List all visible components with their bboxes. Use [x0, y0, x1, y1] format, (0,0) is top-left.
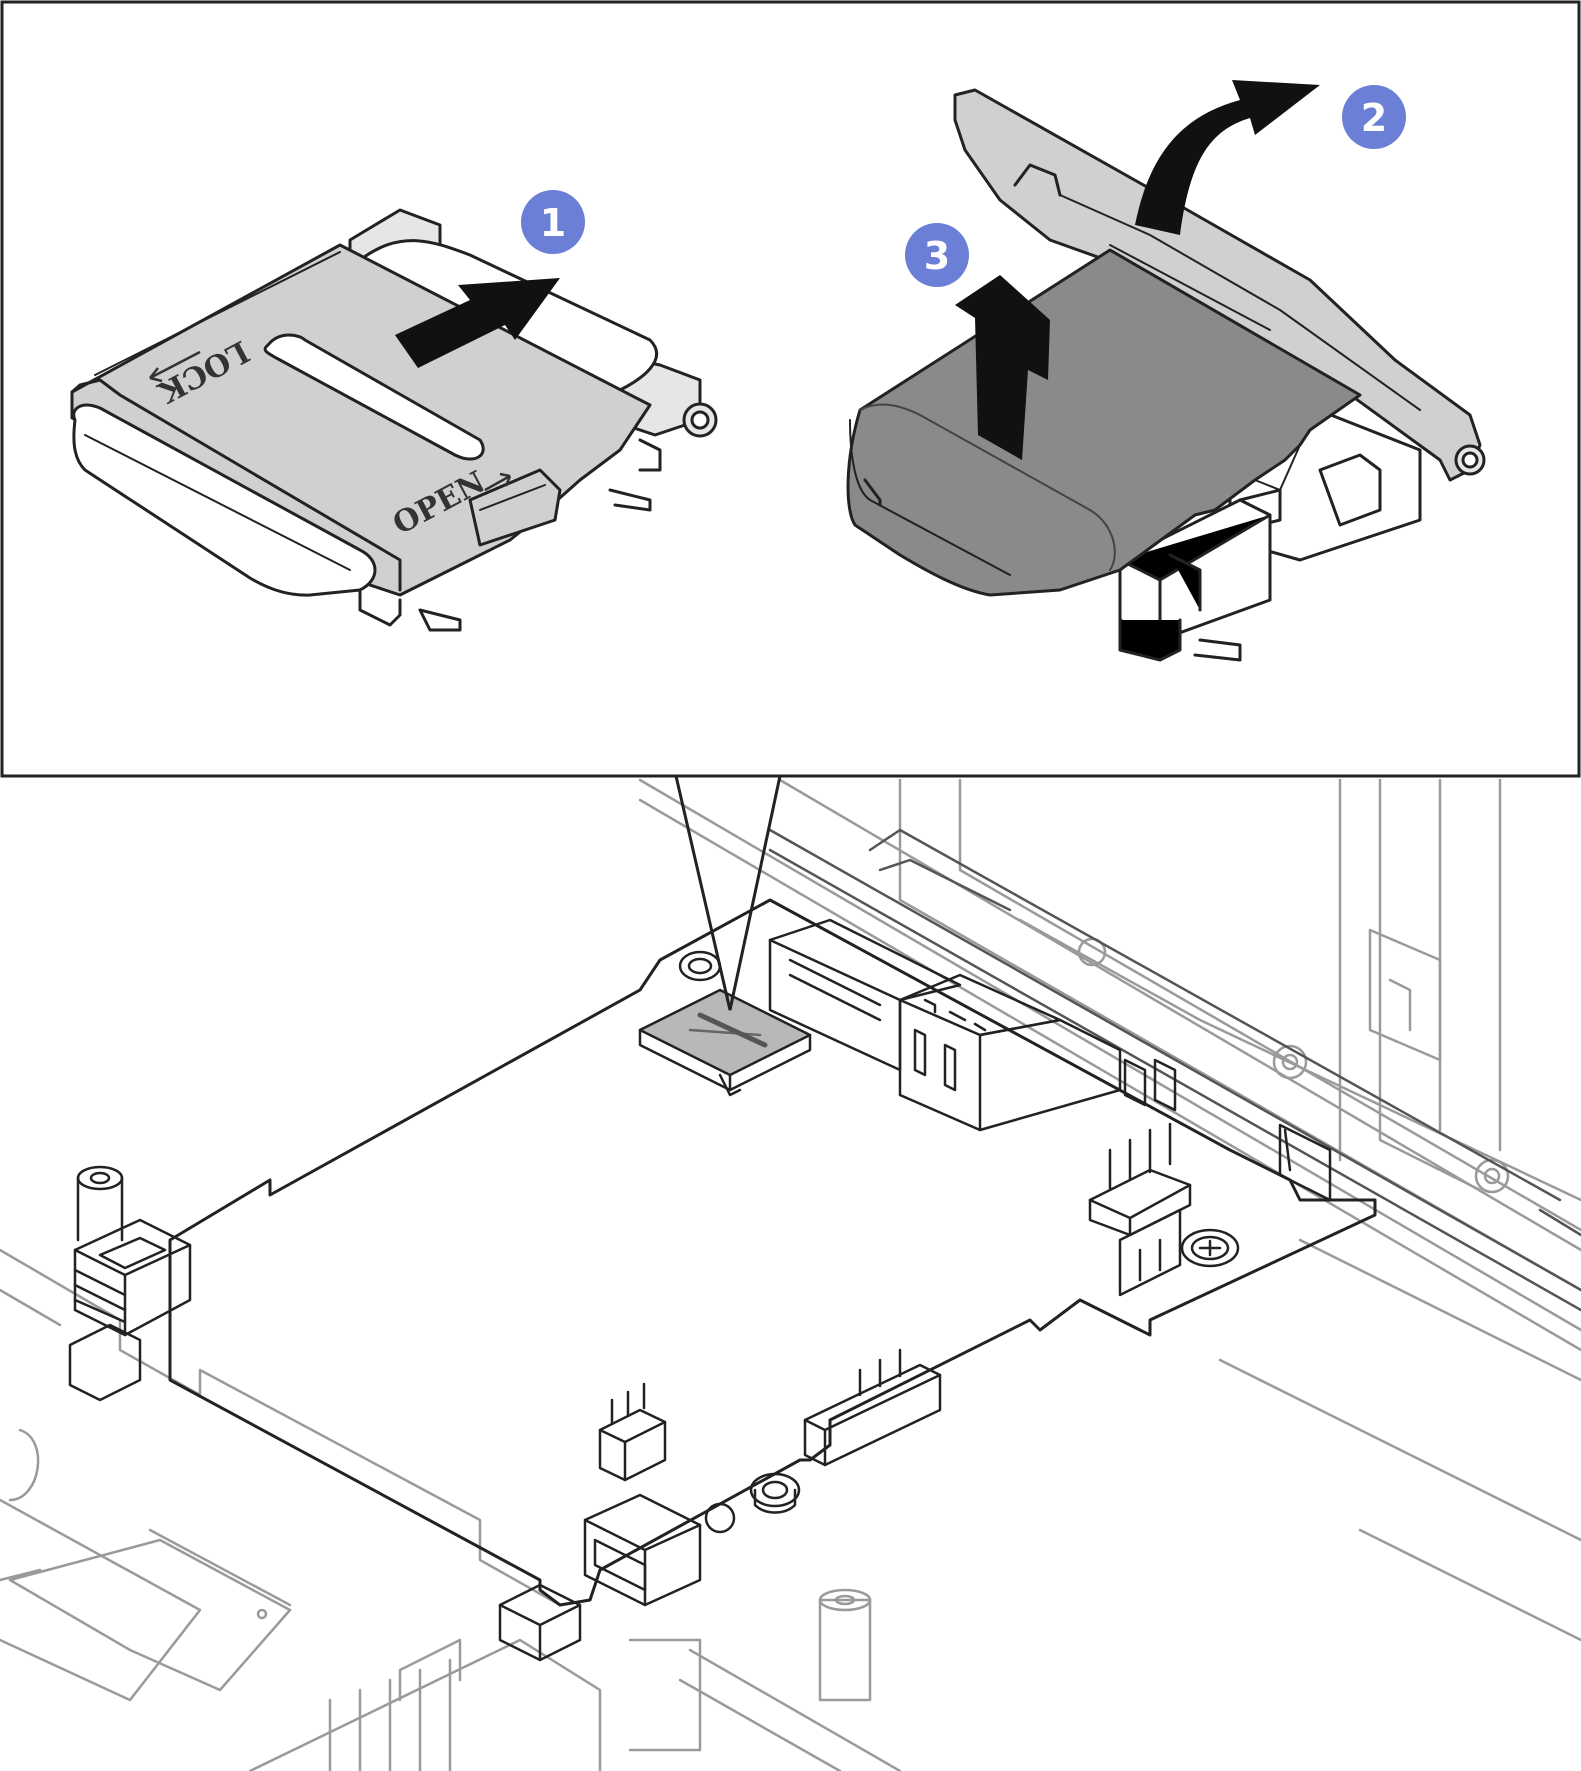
pin-headers	[583, 1122, 1192, 1607]
step-1-number: 1	[540, 201, 566, 245]
standoff-latch	[68, 1165, 582, 1662]
flip-lid-arrow-icon	[1135, 80, 1320, 235]
system-board-context	[0, 778, 1581, 1771]
lift-card-arrow-icon	[955, 275, 1050, 460]
step-2-number: 2	[1361, 96, 1387, 140]
rear-io-connectors	[768, 918, 1332, 1202]
board-screw	[678, 950, 1240, 1534]
riser-bracket	[768, 828, 1581, 1312]
step-3-number: 3	[924, 234, 950, 278]
step-1-badge: 1	[521, 190, 585, 254]
open-arrow	[484, 472, 512, 492]
callout-leader	[674, 775, 782, 1011]
lock-arrow	[149, 350, 201, 383]
socket-lid-raised	[953, 88, 1482, 482]
step-3-badge: 3	[905, 223, 969, 287]
slide-arrow-icon	[395, 278, 560, 368]
chassis-outline	[0, 778, 1581, 1771]
step-2-badge: 2	[1342, 85, 1406, 149]
microsd-socket-closed	[70, 208, 718, 632]
socket-card-edge	[72, 403, 377, 597]
board-microsd-slot	[638, 988, 812, 1097]
